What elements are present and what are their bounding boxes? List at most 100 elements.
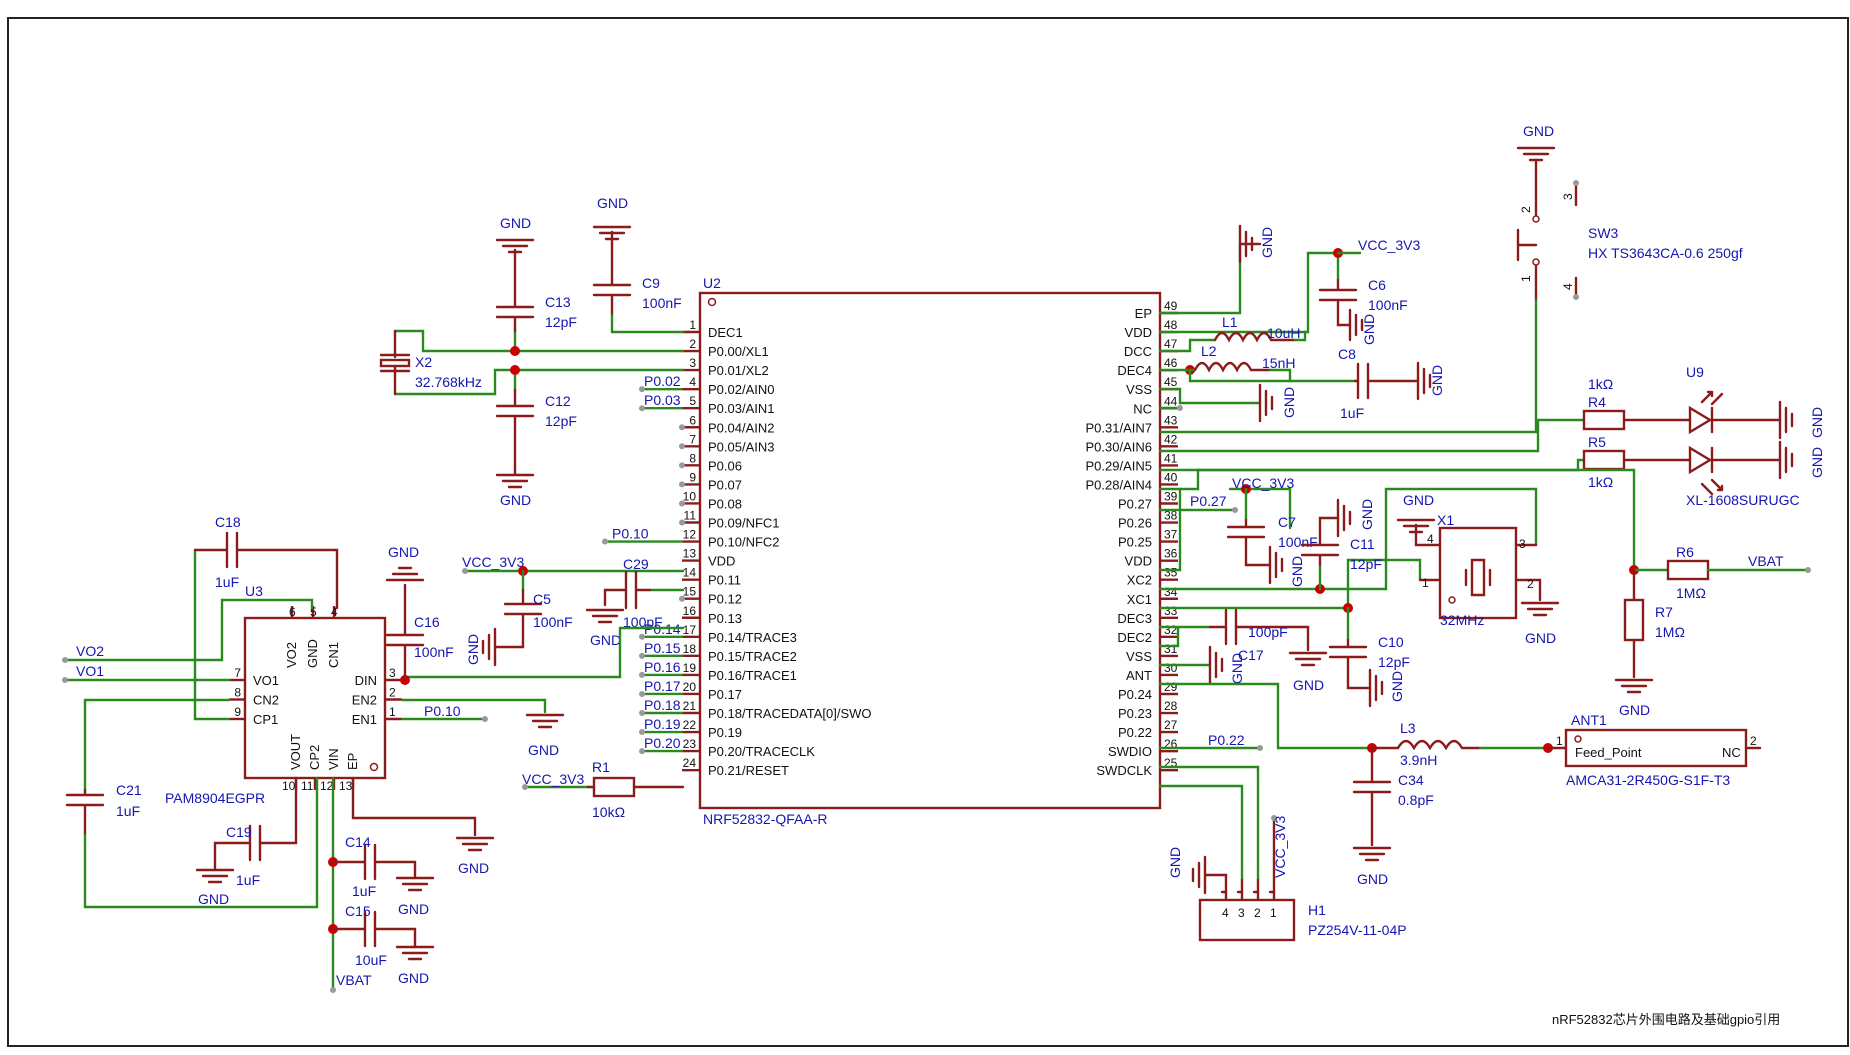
x1-pin3: 3	[1519, 537, 1526, 551]
u9-ref: U9	[1686, 364, 1704, 380]
mcu-pin-name: P0.00/XL1	[708, 344, 769, 359]
mcu-pin-number: 6	[689, 413, 696, 427]
h1-part: PZ254V-11-04P	[1308, 922, 1407, 938]
c8-ref: C8	[1338, 346, 1356, 362]
gnd-label: GND	[1357, 871, 1388, 887]
mcu-pin-name: P0.08	[708, 496, 742, 511]
u9-val: XL-1608SURUGC	[1686, 492, 1800, 508]
mcu-pin-number: 38	[1164, 509, 1178, 523]
mcu-pin-name: P0.31/AIN7	[1086, 420, 1153, 435]
r4-val: 1kΩ	[1588, 376, 1613, 392]
mcu-pin-number: 17	[683, 623, 697, 637]
ant1-pin1: Feed_Point	[1575, 745, 1642, 760]
mcu-pin-number: 21	[683, 699, 697, 713]
mcu-pin-name: VDD	[708, 554, 735, 569]
u3-pin-number: 7	[234, 666, 241, 680]
x2-ref: X2	[415, 354, 432, 370]
c14-ref: C14	[345, 834, 371, 850]
mcu-pin-number: 29	[1164, 680, 1178, 694]
mcu-pin-name: P0.18/TRACEDATA[0]/SWO	[708, 706, 872, 721]
mcu-pin-number: 7	[689, 432, 696, 446]
mcu-pin-name: VSS	[1126, 382, 1152, 397]
gnd-label: GND	[1523, 123, 1554, 139]
mcu-pin-number: 14	[683, 566, 697, 580]
vcc-label: VCC_3V3	[462, 554, 524, 570]
u3-pin-name: CN2	[253, 693, 279, 708]
c11-val: 12pF	[1350, 556, 1382, 572]
c15-ref: C15	[345, 903, 371, 919]
mcu-pin-name: P0.21/RESET	[708, 763, 789, 778]
mcu-pin-number: 28	[1164, 699, 1178, 713]
rf-circuit: GND C17 100pF GND L3 3.9nH GND C34 0.8pF…	[1158, 608, 1762, 887]
net-label: P0.03	[644, 392, 681, 408]
c21-val: 1uF	[116, 803, 140, 819]
net-vo1: VO1	[76, 663, 104, 679]
mcu-pin-name: P0.01/XL2	[708, 363, 769, 378]
x1-pin1: 1	[1422, 576, 1429, 590]
u3-pin-number: 6	[289, 605, 296, 619]
mcu-pin-number: 8	[689, 451, 696, 465]
switch-sw3[interactable]: GND 2 1 3 4 SW3 HX TS3643CA-0.6 250gf	[1158, 123, 1743, 434]
mcu-pin-name: P0.07	[708, 477, 742, 492]
c5-ref: C5	[533, 591, 551, 607]
mcu-pin-number: 33	[1164, 604, 1178, 618]
sw-pin1: 1	[1519, 275, 1533, 282]
u3-pin-number: 5	[310, 605, 317, 619]
u3-pin-name: VIN	[326, 748, 341, 770]
r7-ref: R7	[1655, 604, 1673, 620]
ant1-num2: 2	[1750, 734, 1757, 748]
net-end	[639, 690, 645, 697]
c13-ref: C13	[545, 294, 571, 310]
c11-ref: C11	[1350, 536, 1375, 552]
mcu-pin-name: EP	[1135, 306, 1152, 321]
c8-val: 1uF	[1340, 405, 1364, 421]
gnd-label: GND	[388, 544, 419, 560]
mcu-pin-name: P0.29/AIN5	[1086, 458, 1153, 473]
nc-dot	[679, 595, 685, 602]
mcu-left-net-labels: P0.02P0.03P0.10P0.14P0.15P0.16P0.17P0.18…	[602, 373, 685, 755]
mcu-pin-number: 11	[684, 509, 697, 523]
mcu-pin-name: SWDCLK	[1096, 763, 1152, 778]
mcu-part: NRF52832-QFAA-R	[703, 811, 827, 827]
net-vo2: VO2	[76, 643, 104, 659]
x1-val: 32MHz	[1440, 612, 1484, 628]
net-end	[639, 633, 645, 640]
c34-ref: C34	[1398, 772, 1424, 788]
r4-ref: R4	[1588, 394, 1606, 410]
c29-ref: C29	[623, 556, 649, 572]
mcu-pin-number: 34	[1164, 585, 1178, 599]
gnd-label: GND	[1525, 630, 1556, 646]
hf-crystal-x1: GND C11 12pF GND GND 4 1 3 2 X1 32MHz GN…	[1158, 487, 1560, 708]
c10-val: 12pF	[1378, 654, 1410, 670]
r6-val: 1MΩ	[1676, 585, 1706, 601]
mcu-pin-number: 24	[683, 756, 697, 770]
mcu-pin-name: DEC3	[1117, 611, 1152, 626]
sw-pin4: 4	[1561, 283, 1575, 290]
mcu-pin-name: P0.15/TRACE2	[708, 649, 797, 664]
mcu-pin-name: P0.22	[1118, 725, 1152, 740]
c16-val: 100nF	[414, 644, 454, 660]
u3-pin-number: 3	[389, 666, 396, 680]
u3-body	[243, 616, 387, 780]
l2-val: 15nH	[1262, 355, 1295, 371]
c34-val: 0.8pF	[1398, 792, 1434, 808]
u3-pin-name: VO1	[253, 673, 279, 688]
swd-header-h1[interactable]: GND VCC_3V3 4 3 2 1 H1 PZ254V-11-04P	[1158, 765, 1407, 942]
mcu-pin-number: 9	[689, 470, 696, 484]
u3-pin-name: EN1	[352, 712, 377, 727]
mcu-pin-number: 37	[1164, 528, 1178, 542]
mcu-ref: U2	[703, 275, 721, 291]
mcu-pin-number: 12	[683, 528, 697, 542]
net-label-p022: P0.22	[1208, 732, 1245, 748]
net-label: P0.18	[644, 697, 681, 713]
u3-pin-name: DIN	[355, 673, 377, 688]
mcu-pin-number: 43	[1164, 413, 1178, 427]
net-label: P0.19	[644, 716, 681, 732]
gnd-label: GND	[1429, 365, 1445, 396]
gnd-label: GND	[1809, 407, 1825, 438]
mcu-pin-name: P0.17	[708, 687, 742, 702]
